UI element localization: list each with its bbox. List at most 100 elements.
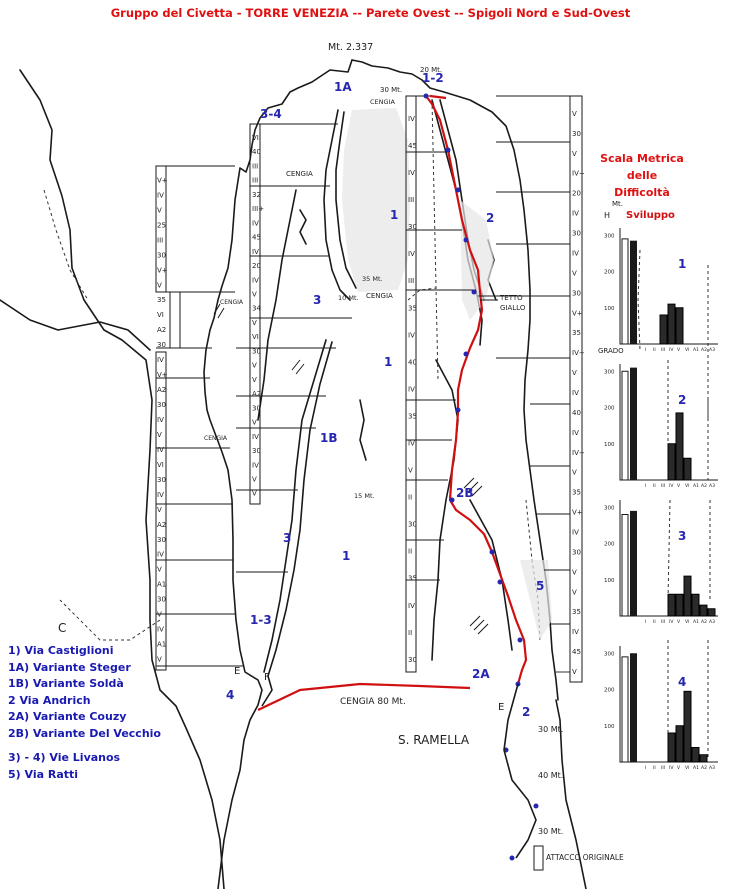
- sviluppo-bar: [630, 240, 637, 344]
- grade-tick-label: V: [677, 347, 681, 353]
- grade-label: 35: [408, 575, 417, 583]
- grade-label: A1: [157, 641, 166, 649]
- chart-id-label: 1: [678, 257, 686, 271]
- grade-label: V: [252, 362, 257, 370]
- chart-id-label: 3: [678, 529, 686, 543]
- y-tick-label: 300: [604, 505, 615, 511]
- grade-label: V: [252, 319, 257, 327]
- grade-label: V: [572, 150, 577, 158]
- grade-label: 45: [252, 234, 261, 242]
- label-s-ramella: S. RAMELLA: [398, 733, 470, 747]
- grade-label: V: [157, 506, 162, 514]
- grade-label: 35: [157, 296, 166, 304]
- route-label-2-start: 2: [522, 705, 530, 719]
- grade-tick-label: A3: [709, 347, 715, 353]
- right-ridge: [555, 699, 587, 889]
- grade-tick-label: A1: [693, 619, 699, 625]
- grade-tick-label: III: [661, 765, 665, 771]
- left-ridge: [19, 69, 225, 889]
- grade-label: IV: [157, 551, 164, 559]
- grade-label: V+: [157, 176, 168, 184]
- grade-tick-label: IV: [669, 347, 674, 353]
- grades-column-mid: VI40IIIIII32III+IV45IV20IVV34VVI30VVA230…: [252, 134, 264, 498]
- grade-label: IV: [252, 248, 259, 256]
- y-tick-label: 300: [604, 369, 615, 375]
- route-label-1-2: 1-2: [422, 71, 444, 85]
- label-cengia-top: CENGIA: [370, 98, 395, 106]
- legend-item: 2A) Variante Couzy: [8, 710, 127, 723]
- grade-tick-label: VI: [685, 347, 689, 353]
- grade-label: 30: [252, 404, 261, 412]
- grade-label: V: [252, 490, 257, 498]
- route-label-2B: 2B: [456, 486, 474, 500]
- grade-tick-label: VI: [685, 765, 689, 771]
- label-30mt-top: 30 Mt.: [380, 86, 402, 94]
- grade-tick-label: II: [653, 483, 656, 489]
- grade-tick-label: V: [677, 765, 681, 771]
- grade-label: 30: [157, 401, 166, 409]
- label-cengia-left: CENGIA: [286, 170, 313, 178]
- summit-altitude: Mt. 2.337: [328, 42, 373, 53]
- grade-label: IV: [252, 461, 259, 469]
- route-label-1B: 1B: [320, 431, 338, 445]
- grade-label: III: [408, 277, 414, 285]
- grade-label: IV: [572, 628, 579, 636]
- grade-bar: [683, 457, 692, 481]
- grade-label: VI: [252, 333, 259, 341]
- scale-title-line-1: Scala Metrica: [600, 152, 684, 165]
- grade-label: 40: [252, 148, 261, 156]
- grade-label: A2: [157, 521, 166, 529]
- grade-label: VI: [252, 134, 259, 142]
- height-bar: [621, 370, 629, 481]
- label-10mt: 10 Mt.: [338, 294, 359, 302]
- grade-label: 30: [157, 596, 166, 604]
- grade-label: IV: [252, 219, 259, 227]
- grade-label: III: [252, 162, 258, 170]
- grade-tick-label: IV: [669, 483, 674, 489]
- sviluppo-bar: [630, 510, 637, 616]
- grade-bar: [707, 608, 716, 617]
- grade-label: V: [572, 269, 577, 277]
- grade-bar: [675, 725, 684, 763]
- grade-label: V: [157, 431, 162, 439]
- grade-label: IV: [408, 169, 415, 177]
- route-2-red: [425, 95, 528, 685]
- grade-tick-label: III: [661, 483, 665, 489]
- grade-label: V: [572, 568, 577, 576]
- route-label-2-upper: 2: [486, 211, 494, 225]
- grade-label: V: [408, 467, 413, 475]
- grade-tick-label: A3: [709, 619, 715, 625]
- sviluppo-bar: [630, 653, 637, 762]
- grade-tick-label: A1: [693, 483, 699, 489]
- label-40mt: 40 Mt.: [538, 771, 563, 780]
- y-tick-label: 200: [604, 688, 615, 694]
- grades-column-left: V+IVV25III30V+V35VIA230IVV+A230IVVIVVI30…: [157, 176, 168, 663]
- label-cengia-mid: CENGIA: [366, 292, 393, 300]
- chart-id-label: 2: [678, 393, 686, 407]
- grade-label: 45: [408, 142, 417, 150]
- grade-label: IV: [157, 191, 164, 199]
- grade-label: 35: [572, 608, 581, 616]
- grade-tick-label: II: [653, 765, 656, 771]
- scale-axis-mt: Mt.: [612, 200, 623, 208]
- label-tetto: TETTO: [499, 294, 523, 302]
- grade-label: IV: [408, 115, 415, 123]
- grade-bar: [675, 593, 684, 617]
- grade-label: 40: [408, 358, 417, 366]
- legend-item: 2B) Variante Del Vecchio: [8, 726, 161, 740]
- diagram-title: Gruppo del Civetta - TORRE VENEZIA -- Pa…: [110, 6, 631, 20]
- grade-label: V: [572, 110, 577, 118]
- grade-label: V: [572, 469, 577, 477]
- grade-tick-label: II: [653, 347, 656, 353]
- grade-tick-label: A2: [701, 765, 707, 771]
- grade-tick-label: V: [677, 483, 681, 489]
- grade-tick-label: I: [645, 765, 646, 771]
- grade-bar: [667, 593, 676, 617]
- grade-label: V: [572, 668, 577, 676]
- grade-tick-label: I: [645, 483, 646, 489]
- grade-bar: [659, 314, 668, 345]
- grade-tick-label: III: [661, 347, 665, 353]
- grade-label: IV: [408, 602, 415, 610]
- grade-label: 45: [572, 648, 581, 656]
- label-giallo: GIALLO: [500, 304, 526, 312]
